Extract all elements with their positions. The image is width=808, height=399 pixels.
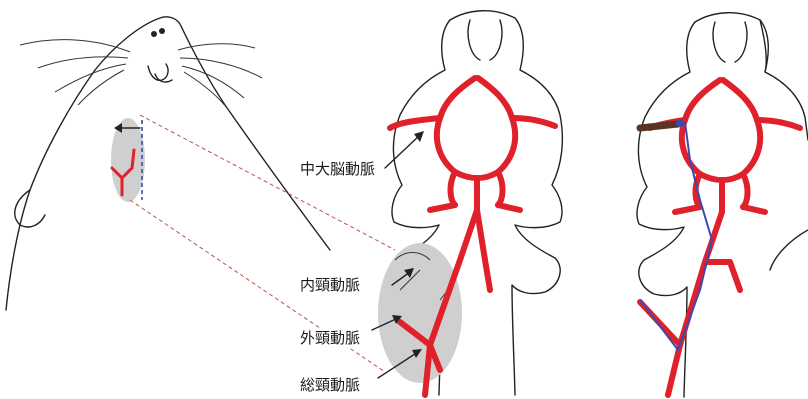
rat-figure [6, 17, 330, 310]
suture-tip [676, 119, 684, 127]
arrow-head-icon [414, 131, 424, 142]
label-external-carotid-artery: 外頸動脈 [298, 329, 362, 347]
neck-vessel-area [378, 243, 462, 383]
suture-filament [640, 122, 712, 350]
nostril-dot [151, 31, 157, 37]
label-internal-carotid-artery: 内頸動脈 [298, 276, 362, 294]
occluded-artery [640, 124, 678, 128]
projection-line [140, 115, 395, 250]
nostril-dot [159, 28, 165, 34]
label-common-carotid-artery: 総頸動脈 [298, 376, 362, 394]
brain-occluded [637, 13, 808, 397]
brain-normal [372, 11, 562, 395]
label-middle-cerebral-artery: 中大脳動脈 [298, 160, 377, 178]
incision-area [111, 118, 145, 202]
